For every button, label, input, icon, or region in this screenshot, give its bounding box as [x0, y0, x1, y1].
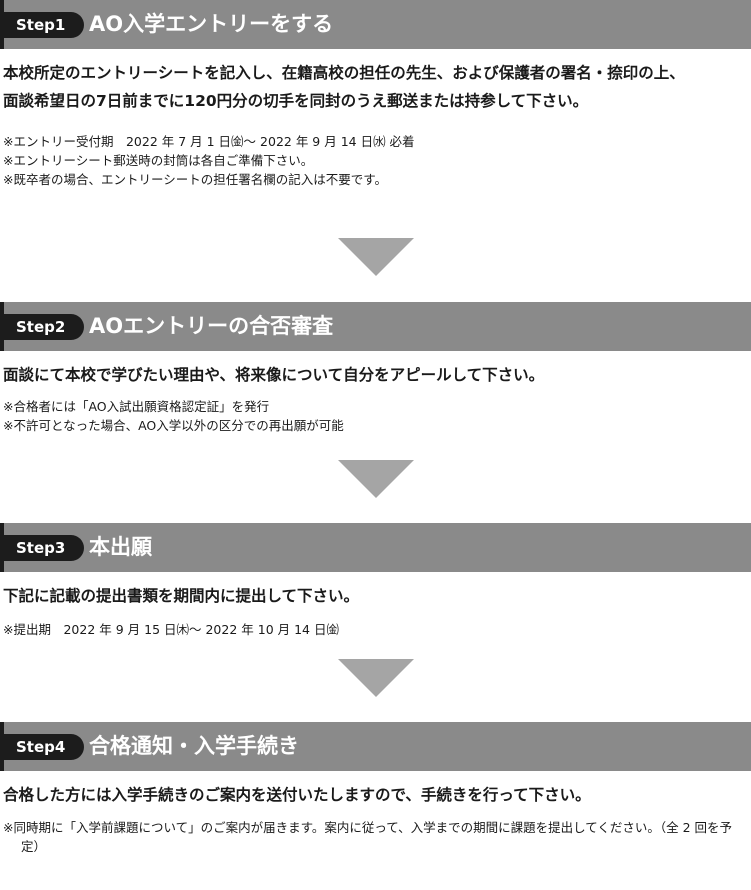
step3-note-1: ※提出期 2022 年 9 月 15 日㈭～ 2022 年 10 月 14 日㈮ — [3, 622, 339, 637]
step2-main-line-1: 面談にて本校で学びたい理由や、将来像について自分をアピールして下さい。 — [3, 366, 545, 384]
step4-header: Step4 合格通知・入学手続き — [0, 722, 751, 771]
step4-note-1: ※同時期に「入学前課題について」のご案内が届きます。案内に従って、入学までの期間… — [3, 820, 733, 854]
step3-title: 本出願 — [89, 535, 152, 559]
step1-note-3: ※既卒者の場合、エントリーシートの担任署名欄の記入は不要です。 — [3, 172, 387, 187]
step1-main-line-2: 面談希望日の7日前までに120円分の切手を同封のうえ郵送または持参して下さい。 — [3, 92, 589, 110]
step3-badge: Step3 — [4, 535, 84, 561]
step2-title: AOエントリーの合否審査 — [89, 314, 334, 338]
step2-note-2: ※不許可となった場合、AO入学以外の区分での再出願が可能 — [3, 418, 344, 433]
flow-arrow-down-icon — [338, 238, 414, 276]
step1-header-edge — [0, 0, 4, 49]
step1-header: Step1 AO入学エントリーをする — [0, 0, 751, 49]
step3-header: Step3 本出願 — [0, 523, 751, 572]
step2-header-edge — [0, 302, 4, 351]
step3-header-edge — [0, 523, 4, 572]
step1-title: AO入学エントリーをする — [89, 12, 334, 36]
step2-note-1: ※合格者には「AO入試出願資格認定証」を発行 — [3, 399, 270, 414]
step2-header: Step2 AOエントリーの合否審査 — [0, 302, 751, 351]
step4-title: 合格通知・入学手続き — [89, 734, 299, 758]
step4-header-edge — [0, 722, 4, 771]
step4-main-line-1: 合格した方には入学手続きのご案内を送付いたしますので、手続きを行って下さい。 — [3, 786, 591, 804]
step1-badge: Step1 — [4, 12, 84, 38]
flow-arrow-down-icon — [338, 659, 414, 697]
step2-badge: Step2 — [4, 314, 84, 340]
step1-note-1: ※エントリー受付期 2022 年 7 月 1 日㈮～ 2022 年 9 月 14… — [3, 134, 415, 149]
step4-badge: Step4 — [4, 734, 84, 760]
step3-main-line-1: 下記に記載の提出書類を期間内に提出して下さい。 — [3, 587, 360, 605]
step1-note-2: ※エントリーシート郵送時の封筒は各自ご準備下さい。 — [3, 153, 314, 168]
step1-main-line-1: 本校所定のエントリーシートを記入し、在籍高校の担任の先生、および保護者の署名・捺… — [3, 64, 685, 82]
flow-arrow-down-icon — [338, 460, 414, 498]
